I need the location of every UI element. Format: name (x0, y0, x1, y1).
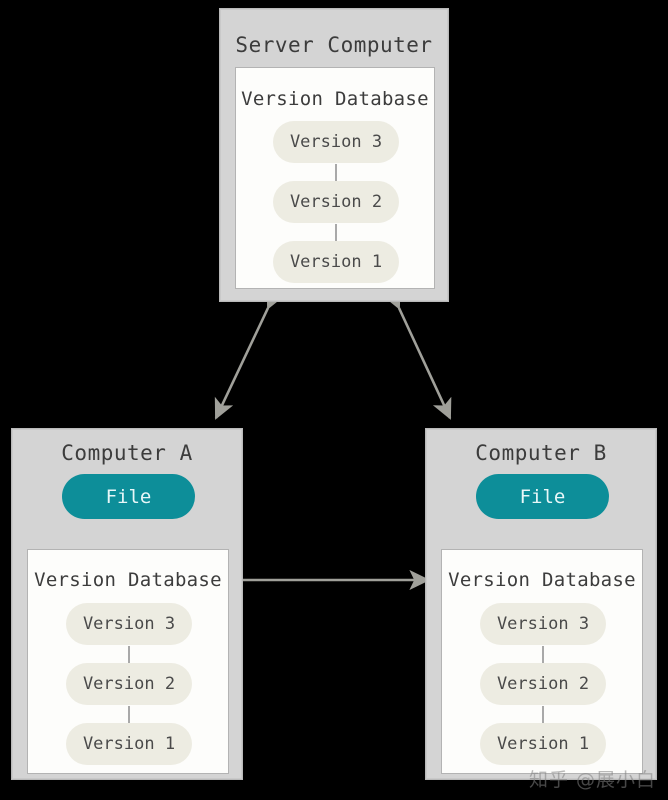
computer-a-version-pill-1: Version 1 (66, 723, 192, 765)
computer-b-version-pill-2: Version 2 (480, 663, 606, 705)
computer-b-version-database-title: Version Database (448, 569, 636, 591)
server-computer-panel: Server Computer Version Database Version… (219, 8, 449, 302)
arrow-server-to-computer-b (381, 286, 452, 420)
computer-a-title: Computer A (61, 441, 193, 465)
computer-b-connector-2-1 (542, 706, 544, 728)
server-connector-3-2 (335, 164, 337, 186)
server-version-database-title: Version Database (241, 88, 429, 110)
server-version-pill-2: Version 2 (273, 181, 399, 223)
computer-b-version-pill-3: Version 3 (480, 603, 606, 645)
computer-b-file-pill: File (476, 474, 609, 519)
computer-a-version-pill-3: Version 3 (66, 603, 192, 645)
computer-a-connector-3-2 (128, 646, 130, 668)
server-version-pill-1: Version 1 (273, 241, 399, 283)
computer-a-connector-2-1 (128, 706, 130, 728)
computer-b-title: Computer B (475, 441, 607, 465)
computer-b-connector-3-2 (542, 646, 544, 668)
computer-a-file-pill: File (62, 474, 195, 519)
computer-a-version-database-box: Version Database Version 3 Version 2 Ver… (27, 549, 229, 774)
server-computer-title: Server Computer (235, 33, 433, 57)
server-version-pill-3: Version 3 (273, 121, 399, 163)
server-version-database-box: Version Database Version 3 Version 2 Ver… (235, 67, 435, 289)
arrow-server-to-computer-a (214, 286, 286, 420)
computer-b-panel: Computer B File Version Database Version… (425, 428, 657, 780)
computer-a-version-pill-2: Version 2 (66, 663, 192, 705)
computer-a-version-database-title: Version Database (34, 569, 222, 591)
computer-b-version-pill-1: Version 1 (480, 723, 606, 765)
server-connector-2-1 (335, 224, 337, 246)
watermark: 知乎 @展小白 (528, 769, 656, 791)
computer-a-panel: Computer A File Version Database Version… (11, 428, 243, 780)
computer-b-version-database-box: Version Database Version 3 Version 2 Ver… (441, 549, 643, 774)
